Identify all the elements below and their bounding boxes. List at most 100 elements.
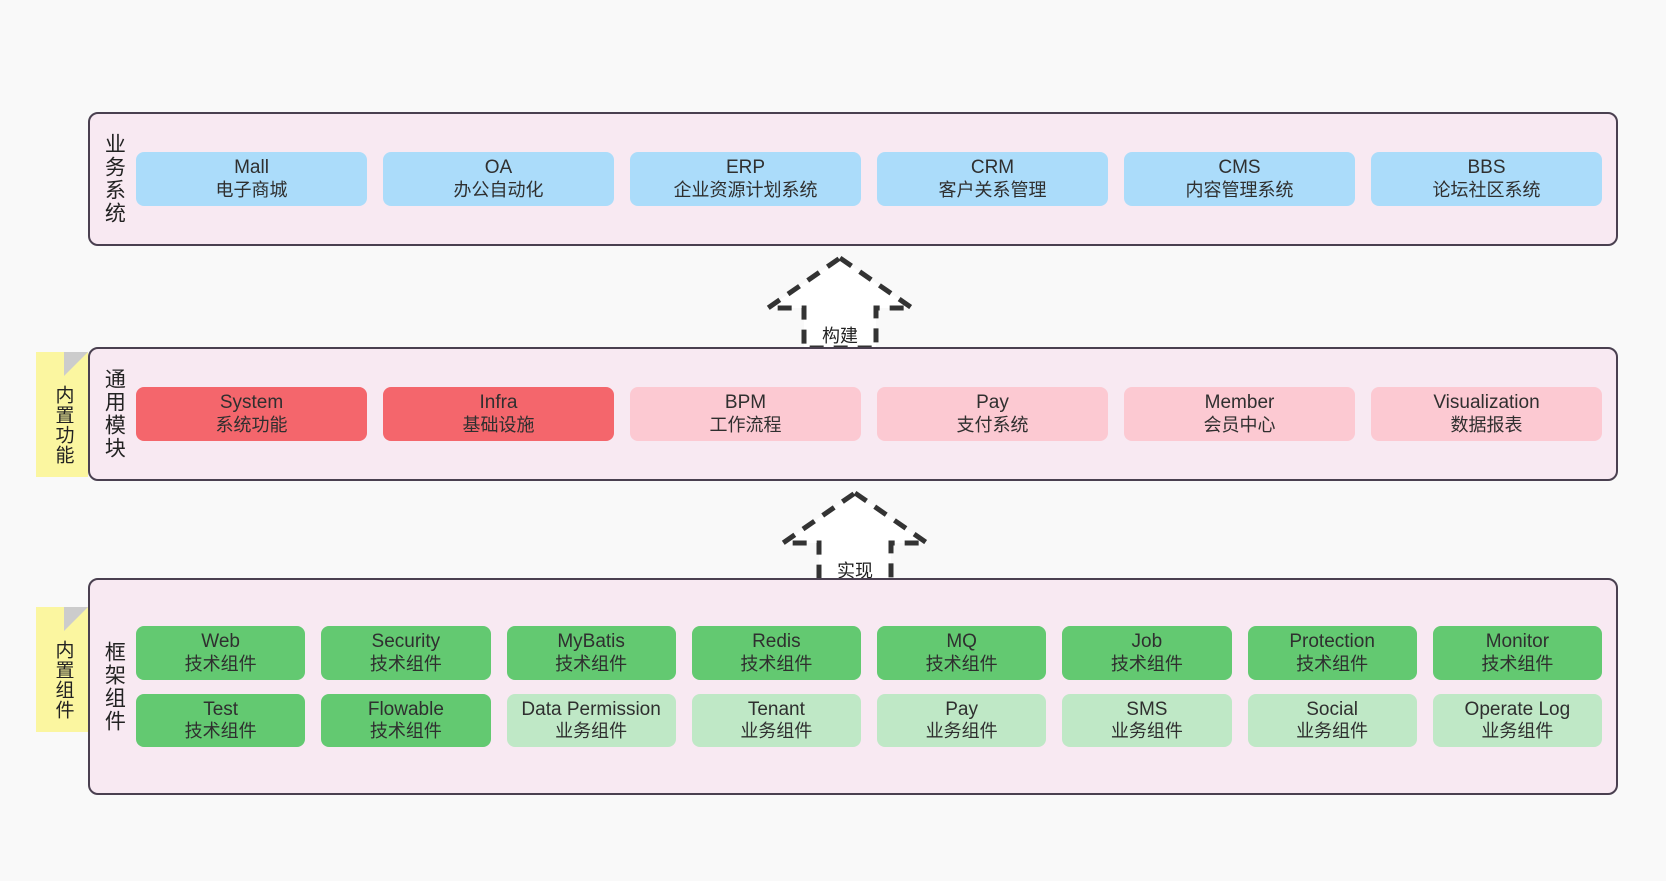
module-card-name: CRM [970,157,1015,179]
module-card-subtitle: 技术组件 [369,653,442,674]
module-card-name: BPM [724,392,767,414]
module-card-subtitle: 技术组件 [184,653,257,674]
module-card-subtitle: 企业资源计划系统 [673,179,818,200]
module-card-subtitle: 支付系统 [956,414,1029,435]
module-card-name: Member [1204,392,1275,414]
dashed-up-arrow-icon [760,254,920,351]
module-card-subtitle: 基础设施 [462,414,535,435]
module-card-name: Mall [234,157,269,179]
module-card-name: CMS [1218,157,1261,179]
module-card-subtitle: 内容管理系统 [1185,179,1294,200]
module-card-subtitle: 技术组件 [184,720,257,741]
module-card-subtitle: 数据报表 [1450,414,1523,435]
note-builtin-component: 内置组件 [36,607,88,732]
module-card-subtitle: 业务组件 [740,720,813,741]
module-card-name: MyBatis [557,631,625,653]
module-card-subtitle: 业务组件 [1481,720,1554,741]
module-card-name: Protection [1289,631,1375,653]
module-card-name: Flowable [367,698,444,720]
dashed-up-arrow-icon [775,489,935,586]
module-card-subtitle: 业务组件 [925,720,998,741]
module-card-subtitle: 技术组件 [1110,653,1183,674]
arrow-implement: 实现 [775,487,935,587]
module-card-name: Tenant [747,698,805,720]
module-card-name: SMS [1126,698,1168,720]
module-card-subtitle: 技术组件 [925,653,998,674]
module-card-subtitle: 技术组件 [555,653,628,674]
module-card-name: Test [203,698,239,720]
module-card-subtitle: 客户关系管理 [938,179,1047,200]
module-card-subtitle: 业务组件 [1110,720,1183,741]
note-builtin-function-label: 内置功能 [52,384,74,465]
module-card-subtitle: 技术组件 [1296,653,1369,674]
module-card-subtitle: 业务组件 [1296,720,1369,741]
module-card-subtitle: 电子商城 [215,179,288,200]
module-card-name: Security [371,631,441,653]
module-card-subtitle: 技术组件 [740,653,813,674]
module-card-name: Web [201,631,240,653]
note-builtin-function: 内置功能 [36,352,88,477]
module-card-name: Infra [479,392,518,414]
arrow-build: 构建 [760,252,920,352]
module-card-name: System [219,392,284,414]
module-card-name: Monitor [1485,631,1550,653]
module-card-name: Visualization [1433,392,1540,414]
layer-business-title: 业务系统 [102,133,126,225]
module-card-name: OA [484,157,513,179]
module-card-name: BBS [1467,157,1506,179]
module-card-name: Data Permission [521,698,661,720]
module-card-subtitle: 工作流程 [709,414,782,435]
module-card-name: Social [1306,698,1358,720]
module-card-subtitle: 业务组件 [555,720,628,741]
module-card-subtitle: 办公自动化 [453,179,544,200]
layer-framework-title: 框架组件 [102,640,126,733]
note-builtin-component-label: 内置组件 [52,639,74,720]
layer-common-title: 通用模块 [102,368,126,460]
module-card-name: Job [1131,631,1163,653]
module-card-name: ERP [725,157,766,179]
module-card-subtitle: 技术组件 [1481,653,1554,674]
module-card-subtitle: 论坛社区系统 [1432,179,1541,200]
module-card-name: Pay [976,392,1009,414]
module-card-subtitle: 技术组件 [369,720,442,741]
module-card-name: MQ [946,631,977,653]
